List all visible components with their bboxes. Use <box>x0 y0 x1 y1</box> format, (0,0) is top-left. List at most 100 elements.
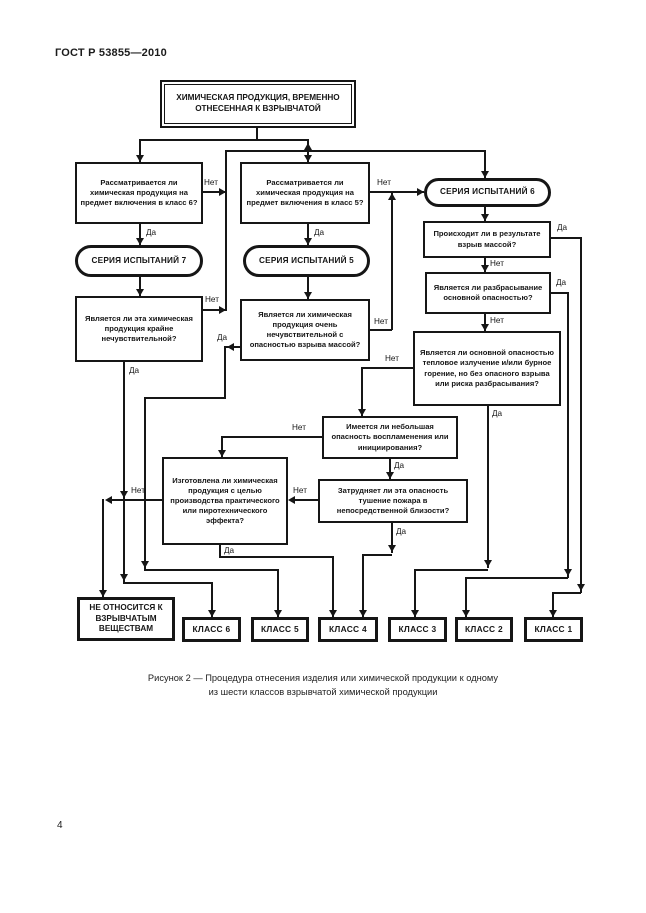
node-label: КЛАСС 2 <box>464 623 503 634</box>
node-question-pyrotechnic-effect: Изготовлена ли химическая продукция с це… <box>162 457 288 545</box>
connector <box>362 554 364 618</box>
connector <box>552 592 581 594</box>
node-label: СЕРИЯ ИСПЫТАНИЙ 7 <box>91 255 187 265</box>
arrowhead <box>481 324 489 331</box>
connector <box>111 499 162 501</box>
connector <box>221 436 322 438</box>
arrowhead <box>304 155 312 162</box>
node-test-series-5: СЕРИЯ ИСПЫТАНИЙ 5 <box>243 245 370 277</box>
connector <box>139 139 141 162</box>
connector <box>123 362 125 583</box>
arrowhead <box>462 610 470 617</box>
connector <box>277 569 279 618</box>
branch-label-yes: Да <box>314 228 325 237</box>
node-label: Затрудняет ли эта опасность тушение пожа… <box>336 485 450 515</box>
figure-caption-line2: из шести классов взрывчатой химической п… <box>208 686 438 697</box>
arrowhead <box>274 610 282 617</box>
arrowhead <box>304 143 312 150</box>
branch-label-no: Нет <box>205 295 219 304</box>
node-test-series-7: СЕРИЯ ИСПЫТАНИЙ 7 <box>75 245 203 277</box>
node-question-radiant-heat: Является ли основной опасностью тепловое… <box>413 331 561 406</box>
connector <box>203 309 226 311</box>
node-label: Является ли химическая продукция очень н… <box>249 309 361 350</box>
connector <box>551 237 581 239</box>
connector <box>307 224 309 245</box>
connector <box>567 292 569 578</box>
node-question-class5: Рассматривается ли химическая продукция … <box>240 162 370 224</box>
arrowhead <box>564 569 572 576</box>
node-not-explosive: НЕ ОТНОСИТСЯ К ВЗРЫВЧАТЫМ ВЕЩЕСТВАМ <box>77 597 175 641</box>
branch-label-yes: Да <box>394 461 405 470</box>
arrowhead <box>304 292 312 299</box>
connector <box>221 436 223 457</box>
connector <box>144 569 279 571</box>
node-question-projection-hazard: Является ли разбрасывание основной опасн… <box>425 272 551 314</box>
connector <box>294 499 318 501</box>
connector <box>362 554 392 556</box>
connector <box>224 346 226 398</box>
arrowhead <box>227 343 234 351</box>
connector <box>332 556 334 618</box>
branch-label-yes: Да <box>146 228 157 237</box>
branch-label-yes: Да <box>224 546 235 555</box>
branch-label-yes: Да <box>217 333 228 342</box>
node-label: КЛАСС 4 <box>328 623 367 634</box>
branch-label-no: Нет <box>490 316 504 325</box>
arrowhead <box>549 610 557 617</box>
arrowhead <box>481 214 489 221</box>
branch-label-no: Нет <box>377 178 391 187</box>
arrowhead <box>120 491 128 498</box>
node-label: Является ли основной опасностью тепловое… <box>420 348 554 388</box>
connector <box>361 367 413 369</box>
arrowhead <box>136 289 144 296</box>
node-test-series-6: СЕРИЯ ИСПЫТАНИЙ 6 <box>424 178 551 207</box>
connector <box>391 523 393 553</box>
node-question-extremely-insensitive: Является ли эта химическая продукция кра… <box>75 296 203 362</box>
arrowhead <box>388 193 396 200</box>
node-label: КЛАСС 6 <box>192 623 231 634</box>
node-question-small-hazard: Имеется ли небольшая опасность воспламен… <box>322 416 458 459</box>
arrowhead <box>577 584 585 591</box>
node-label: Изготовлена ли химическая продукция с це… <box>170 475 280 526</box>
node-label: СЕРИЯ ИСПЫТАНИЙ 5 <box>259 255 354 265</box>
node-class-2: КЛАСС 2 <box>455 617 513 642</box>
connector <box>219 556 334 558</box>
standard-number: ГОСТ Р 53855—2010 <box>55 47 167 59</box>
connector <box>389 459 391 479</box>
node-question-very-insensitive: Является ли химическая продукция очень н… <box>240 299 370 361</box>
node-start-label: ХИМИЧЕСКАЯ ПРОДУКЦИЯ, ВРЕМЕННО ОТНЕСЕННА… <box>176 93 340 113</box>
node-label: Является ли разбрасывание основной опасн… <box>433 282 543 302</box>
arrowhead <box>120 574 128 581</box>
arrowhead <box>105 496 112 504</box>
branch-label-no: Нет <box>374 317 388 326</box>
node-label: Происходит ли в результате взрыв массой? <box>433 229 541 249</box>
branch-label-no: Нет <box>490 259 504 268</box>
connector <box>551 292 568 294</box>
connector <box>139 277 141 296</box>
page-number: 4 <box>57 820 63 831</box>
arrowhead <box>219 188 226 196</box>
arrowhead <box>288 496 295 504</box>
arrowhead <box>304 238 312 245</box>
node-question-class6: Рассматривается ли химическая продукция … <box>75 162 203 224</box>
node-class-3: КЛАСС 3 <box>388 617 447 642</box>
arrowhead <box>481 171 489 178</box>
arrowhead <box>208 610 216 617</box>
arrowhead <box>99 590 107 597</box>
connector <box>225 150 486 152</box>
branch-label-yes: Да <box>556 278 567 287</box>
branch-label-yes: Да <box>129 366 140 375</box>
branch-label-yes: Да <box>557 223 568 232</box>
arrowhead <box>218 450 226 457</box>
arrowhead <box>219 306 226 314</box>
arrowhead <box>359 610 367 617</box>
arrowhead <box>386 472 394 479</box>
connector <box>580 237 582 593</box>
connector <box>123 582 213 584</box>
figure-caption-line1: Рисунок 2 — Процедура отнесения изделия … <box>147 673 499 683</box>
branch-label-no: Нет <box>292 423 306 432</box>
connector <box>414 569 416 618</box>
connector <box>256 128 258 141</box>
branch-label-no: Нет <box>131 486 145 495</box>
